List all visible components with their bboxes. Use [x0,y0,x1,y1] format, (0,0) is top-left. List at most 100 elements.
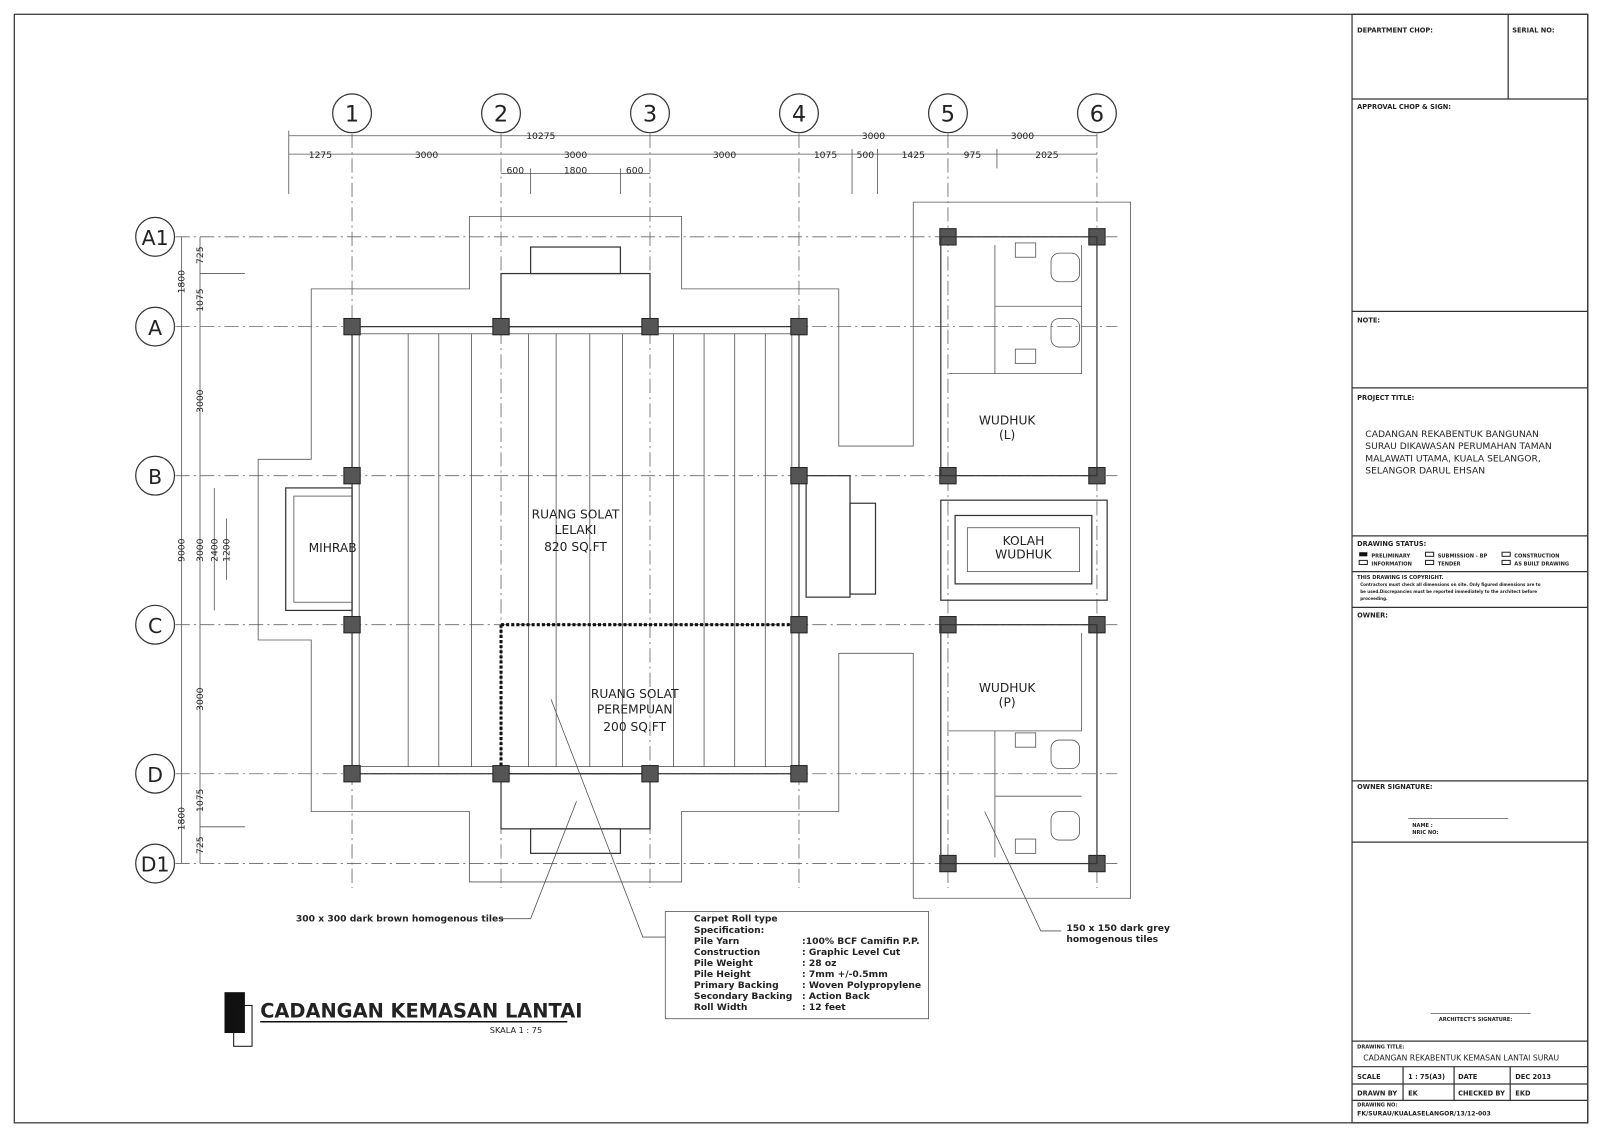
carpet-spec-value: : 12 feet [802,1002,846,1013]
dimension-labels: 10275 3000 3000 1275 3000 3000 3000 1075… [177,131,1059,854]
title-block: DEPARTMENT CHOP: SERIAL NO: APPROVAL CHO… [1351,13,1589,1124]
room-label: (L) [999,428,1015,442]
annotations: 300 x 300 dark brown homogenous tiles Ca… [296,699,1170,1020]
carpet-spec-box [664,911,929,1020]
grid-bubble-C: C [135,604,176,645]
carpet-spec-label: Primary Backing [694,980,779,991]
drawing-no-label: DRAWING NO: [1357,1103,1397,1109]
drawing-scale: SKALA 1 : 75 [490,1025,542,1035]
grid-bubble-D: D [135,753,176,794]
room-label-mihrab: MIHRAB [309,541,357,555]
tiles-brown-note: 300 x 300 dark brown homogenous tiles [296,914,504,925]
grid-bubble-4: 4 [778,93,819,134]
project-title-line: SURAU DIKAWASAN PERUMAHAN TAMAN [1365,441,1551,452]
grid-bubble-1: 1 [332,93,373,134]
structural-column [492,317,510,336]
room-label: WUDHUK [979,414,1037,428]
checked-by-value: EKD [1515,1089,1531,1097]
grid-label: C [148,614,162,638]
room-label: LELAKI [555,523,597,537]
dim-label: 2400 [209,538,220,562]
grid-bubble-3: 3 [630,93,670,134]
dim-label: 9000 [177,538,188,562]
copyright-text: Contractors must check all dimensions on… [1360,582,1541,587]
grid-bubble-A1: A1 [135,216,176,257]
prayer-hall: RUANG SOLAT LELAKI 820 SQ.FT RUANG SOLAT… [343,228,1106,873]
dim-label: 1075 [195,788,206,812]
dim-label: 1800 [564,166,588,177]
dim-label: 3000 [862,131,886,142]
drawing-title-label: DRAWING TITLE: [1357,1044,1404,1050]
carpet-spec-value: : Action Back [802,991,871,1002]
owner-signature-label: OWNER SIGNATURE: [1357,783,1432,791]
scale-label: SCALE [1357,1073,1381,1081]
tiles-grey-note: 150 x 150 dark grey [1066,923,1170,934]
drawn-by-value: EK [1408,1089,1419,1097]
copyright-text: THIS DRAWING IS COPYRIGHT. [1357,575,1443,581]
drawn-by-label: DRAWN BY [1357,1089,1397,1097]
partition-divider [499,623,799,774]
dimension-lines [181,130,1097,864]
drawing-no-value: FK/SURAU/KUALASELANGOR/13/12-003 [1357,1111,1491,1118]
carpet-spec-label: Secondary Backing [694,991,792,1002]
carpet-spec-label: Pile Yarn [694,936,739,947]
room-label: KOLAH [1003,534,1045,548]
grid-label: A [148,316,162,340]
structural-column [790,765,808,783]
grid-bubble-B: B [135,455,176,496]
status-option: CONSTRUCTION [1514,553,1559,559]
structural-column [790,466,808,485]
grid-label: 1 [345,101,359,127]
room-label: 200 SQ.FT [603,720,666,734]
structural-column [343,466,361,485]
room-label: WUDHUK [979,681,1037,695]
status-option: SUBMISSION - BP [1438,553,1488,559]
dim-label: 600 [507,166,525,177]
structural-column [343,765,361,783]
copyright-text: be used.Discrepancies must be reported i… [1360,589,1537,594]
grid-bubble-6: 6 [1076,93,1117,134]
grid-bubble-5: 5 [927,93,968,134]
room-label: 820 SQ.FT [544,540,607,554]
date-value: DEC 2013 [1515,1073,1551,1081]
room-label: (P) [999,695,1016,709]
architect-signature-label: ARCHITECT'S SIGNATURE: [1439,1017,1513,1023]
approval-label: APPROVAL CHOP & SIGN: [1357,103,1451,111]
dim-label: 1075 [195,288,206,312]
dim-label: 3000 [195,538,206,562]
carpet-spec-value: : Woven Polypropylene [802,980,921,991]
room-label: PEREMPUAN [597,703,673,717]
room-label: RUANG SOLAT [532,508,620,522]
grid-label: 6 [1090,101,1104,127]
project-title-line: CADANGAN REKABENTUK BANGUNAN [1365,429,1539,440]
dim-label: 1200 [222,538,233,562]
grid-label: D [147,763,163,787]
carpet-spec-value: : Graphic Level Cut [802,947,901,958]
carpet-spec-value: : 28 oz [802,958,836,969]
name-label: NAME : [1412,823,1433,829]
dim-label: 3000 [713,150,737,161]
dim-label: 3000 [1011,131,1035,142]
status-option: TENDER [1438,561,1461,567]
dim-label: 3000 [195,687,206,711]
grid-label: D1 [141,853,170,877]
status-option: PRELIMINARY [1371,553,1410,559]
dim-label: 1800 [177,270,188,294]
owner-label: OWNER: [1357,612,1388,620]
dim-label: 500 [857,150,875,161]
dim-label: 1800 [177,807,188,831]
structural-column [343,317,361,336]
structural-column [343,616,361,634]
scale-value: 1 : 75(A3) [1408,1073,1445,1081]
room-label: WUDHUK [995,547,1053,561]
grid-label: 2 [494,101,508,127]
dim-label: 975 [964,150,982,161]
carpet-spec-label: Pile Weight [694,958,754,969]
structural-column [790,616,808,634]
ic-label: NRIC NO: [1412,830,1438,836]
structural-column [641,317,659,336]
serial-no-label: SERIAL NO: [1512,27,1554,35]
project-title-label: PROJECT TITLE: [1357,394,1414,402]
